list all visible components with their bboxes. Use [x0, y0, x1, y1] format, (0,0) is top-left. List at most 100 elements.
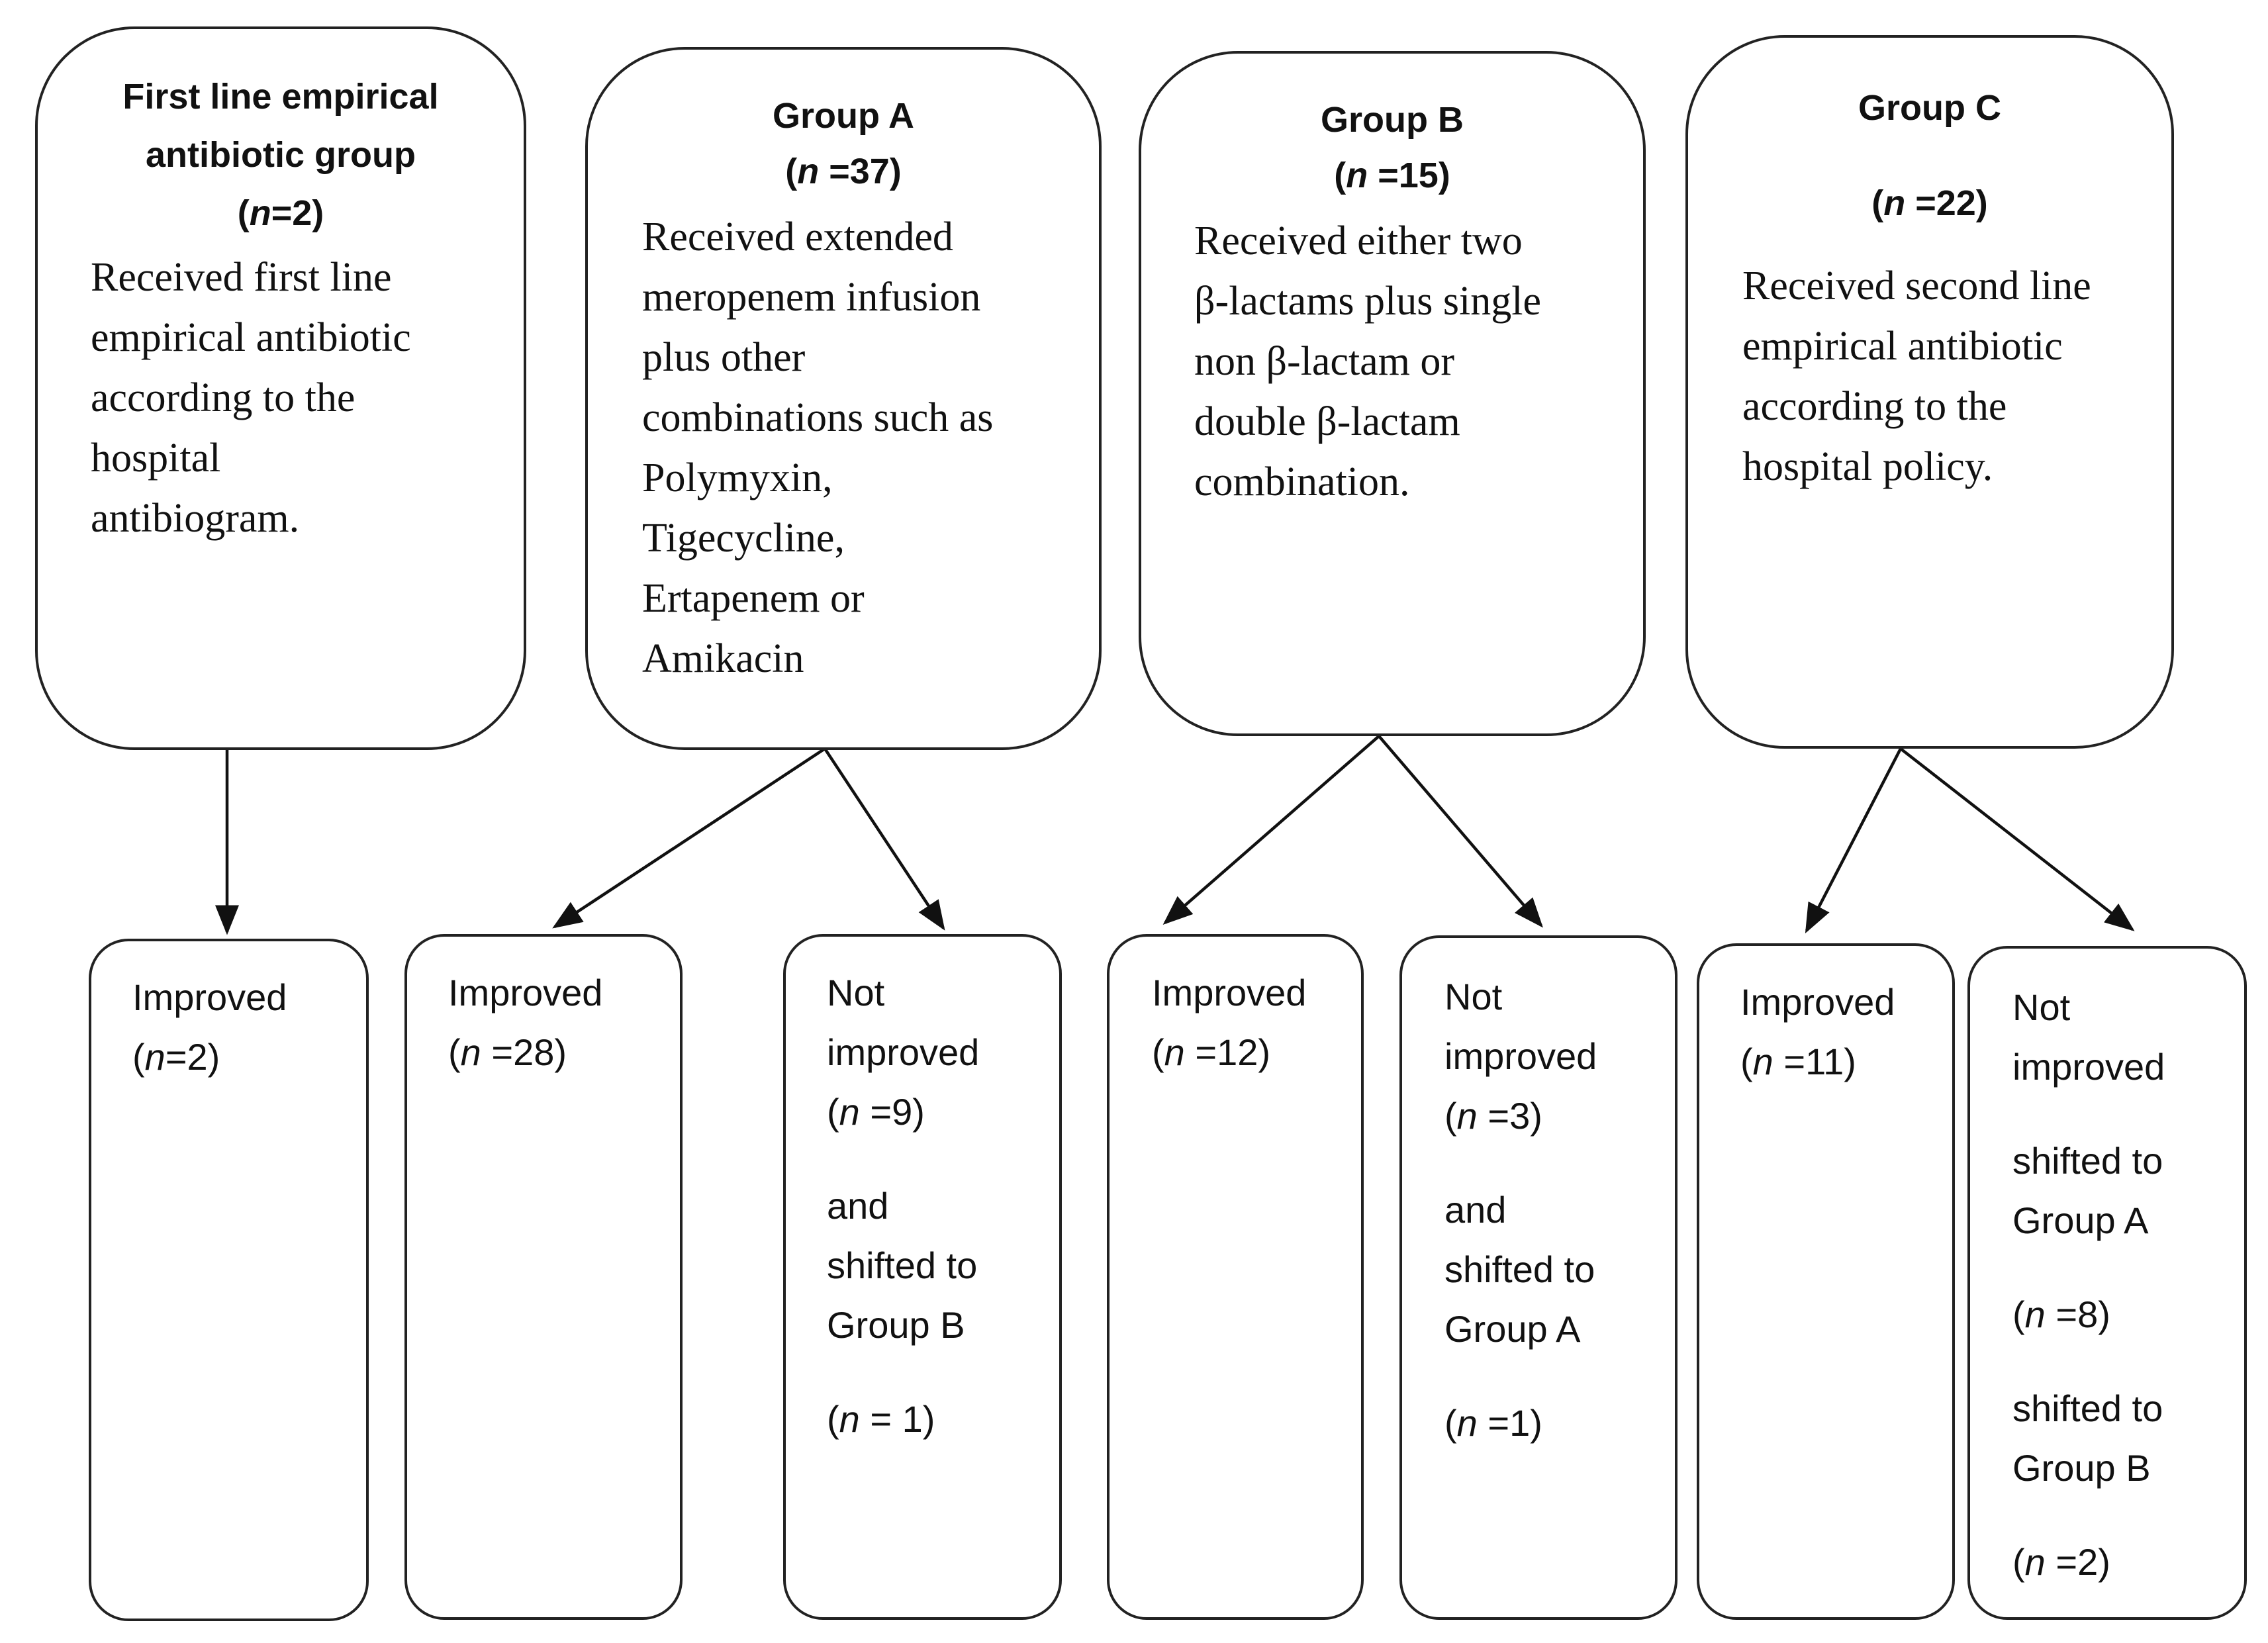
outcome-label: Improved	[448, 972, 603, 1013]
outcome-label-line2: improved	[2012, 1046, 2165, 1088]
outcome-label-line1: Not	[1444, 976, 1503, 1017]
first-line-desc-3: according to the	[91, 375, 355, 420]
shift-n: (n =1)	[1444, 1402, 1542, 1444]
shift-b-line2: Group B	[2012, 1447, 2151, 1489]
shift-a-line1: shifted to	[2012, 1140, 2163, 1182]
outcome-label: Improved	[1152, 972, 1307, 1013]
n-value: =2	[271, 193, 312, 233]
n-value: =22	[1905, 183, 1976, 223]
n-label: n	[839, 1091, 860, 1133]
n-label: n	[1456, 1095, 1478, 1137]
first-improved-box: Improved (n=2)	[89, 939, 369, 1621]
group-b-desc-4: double β-lactam	[1194, 399, 1460, 444]
group-b-n: (n =15)	[1334, 156, 1450, 195]
outcome-label-line2: improved	[1444, 1035, 1597, 1077]
outcome-n: (n =9)	[827, 1091, 925, 1133]
group-c-n: (n =22)	[1871, 183, 1988, 223]
n-label: n	[1456, 1402, 1478, 1444]
n-label: n	[797, 152, 820, 191]
b-not-improved-box: Not improved (n =3) and shifted to Group…	[1399, 935, 1677, 1620]
n-label: n	[1164, 1031, 1185, 1073]
outcome-label: Improved	[132, 976, 287, 1018]
n-value: = 1	[859, 1398, 923, 1440]
c-improved-box: Improved (n =11)	[1697, 943, 1955, 1620]
a-not-improved-box: Not improved (n =9) and shifted to Group…	[783, 934, 1062, 1620]
n-value: =11	[1773, 1041, 1844, 1082]
n-value: =37	[819, 152, 890, 191]
a-improved-box: Improved (n =28)	[404, 934, 683, 1620]
n-value: =8	[2045, 1293, 2099, 1335]
arrow-c-to-improved	[1805, 747, 1902, 933]
first-line-desc-2: empirical antibiotic	[91, 315, 411, 360]
group-c-title: Group C	[1858, 88, 2001, 128]
outcome-n: (n =11)	[1740, 1041, 1856, 1082]
n-value: =1	[1477, 1402, 1531, 1444]
outcome-and: and	[827, 1185, 889, 1227]
group-b-box: Group B (n =15) Received either two β-la…	[1139, 51, 1646, 736]
group-a-desc-3: plus other	[642, 335, 806, 380]
shift-b-n: (n =2)	[2012, 1541, 2110, 1583]
shift-a-n: (n =8)	[2012, 1293, 2110, 1335]
n-value: =12	[1184, 1031, 1258, 1073]
group-b-desc-5: combination.	[1194, 459, 1410, 504]
n-label: n	[2024, 1541, 2046, 1583]
n-label: n	[1346, 156, 1368, 195]
outcome-n: (n =28)	[448, 1031, 567, 1073]
n-label: n	[839, 1398, 860, 1440]
n-value: =3	[1477, 1095, 1531, 1137]
arrow-a-to-not-improved	[824, 747, 945, 931]
n-value: =2	[165, 1036, 208, 1078]
first-line-group-box: First line empirical antibiotic group (n…	[35, 26, 526, 750]
arrow-b-to-improved	[1162, 735, 1380, 925]
group-b-desc-2: β-lactams plus single	[1194, 279, 1542, 324]
outcome-label: Improved	[1740, 981, 1895, 1023]
shift-n: (n = 1)	[827, 1398, 935, 1440]
group-c-desc-1: Received second line	[1742, 263, 2091, 308]
shift-line1: shifted to	[1444, 1248, 1595, 1290]
shift-line2: Group B	[827, 1304, 965, 1346]
outcome-label-line1: Not	[827, 972, 885, 1013]
n-value: =9	[859, 1091, 913, 1133]
first-line-n: (n=2)	[237, 193, 324, 233]
n-value: =28	[481, 1031, 555, 1073]
arrow-c-to-not-improved	[1899, 747, 2135, 931]
shift-a-line2: Group A	[2012, 1199, 2149, 1241]
n-label: n	[460, 1031, 481, 1073]
first-line-desc-1: Received first line	[91, 255, 392, 300]
group-a-desc-8: Amikacin	[642, 636, 804, 681]
n-value: =2	[2045, 1541, 2099, 1583]
outcome-n: (n =12)	[1152, 1031, 1271, 1073]
first-line-desc-4: hospital	[91, 436, 221, 481]
n-value: =15	[1368, 156, 1439, 195]
shift-b-line1: shifted to	[2012, 1387, 2163, 1429]
group-a-box: Group A (n =37) Received extended merope…	[585, 47, 1102, 750]
group-b-title: Group B	[1321, 100, 1464, 140]
shift-line1: shifted to	[827, 1244, 978, 1286]
n-label: n	[249, 193, 271, 233]
b-improved-box: Improved (n =12)	[1107, 934, 1364, 1620]
group-c-desc-4: hospital policy.	[1742, 444, 1993, 489]
group-a-desc-6: Tigecycline,	[642, 516, 845, 561]
first-line-title-line2: antibiotic group	[146, 135, 416, 175]
n-label: n	[144, 1036, 165, 1078]
group-a-desc-4: combinations such as	[642, 395, 994, 440]
group-a-desc-7: Ertapenem or	[642, 576, 865, 621]
n-label: n	[2024, 1293, 2046, 1335]
arrow-a-to-improved	[552, 747, 826, 929]
outcome-and: and	[1444, 1189, 1507, 1231]
outcome-label-line1: Not	[2012, 986, 2071, 1028]
group-a-n: (n =37)	[785, 152, 902, 191]
group-a-desc-5: Polymyxin,	[642, 455, 833, 500]
n-label: n	[1883, 183, 1906, 223]
first-line-desc-5: antibiogram.	[91, 496, 300, 541]
outcome-n: (n=2)	[132, 1036, 220, 1078]
group-c-box: Group C (n =22) Received second line emp…	[1685, 35, 2174, 749]
arrow-b-to-not-improved	[1378, 735, 1543, 928]
n-label: n	[1752, 1041, 1773, 1082]
group-a-desc-2: meropenem infusion	[642, 275, 981, 320]
first-line-title-line1: First line empirical	[122, 77, 439, 117]
group-b-desc-1: Received either two	[1194, 218, 1523, 263]
shift-line2: Group A	[1444, 1308, 1581, 1350]
group-c-desc-2: empirical antibiotic	[1742, 324, 2063, 369]
group-c-desc-3: according to the	[1742, 384, 2007, 429]
